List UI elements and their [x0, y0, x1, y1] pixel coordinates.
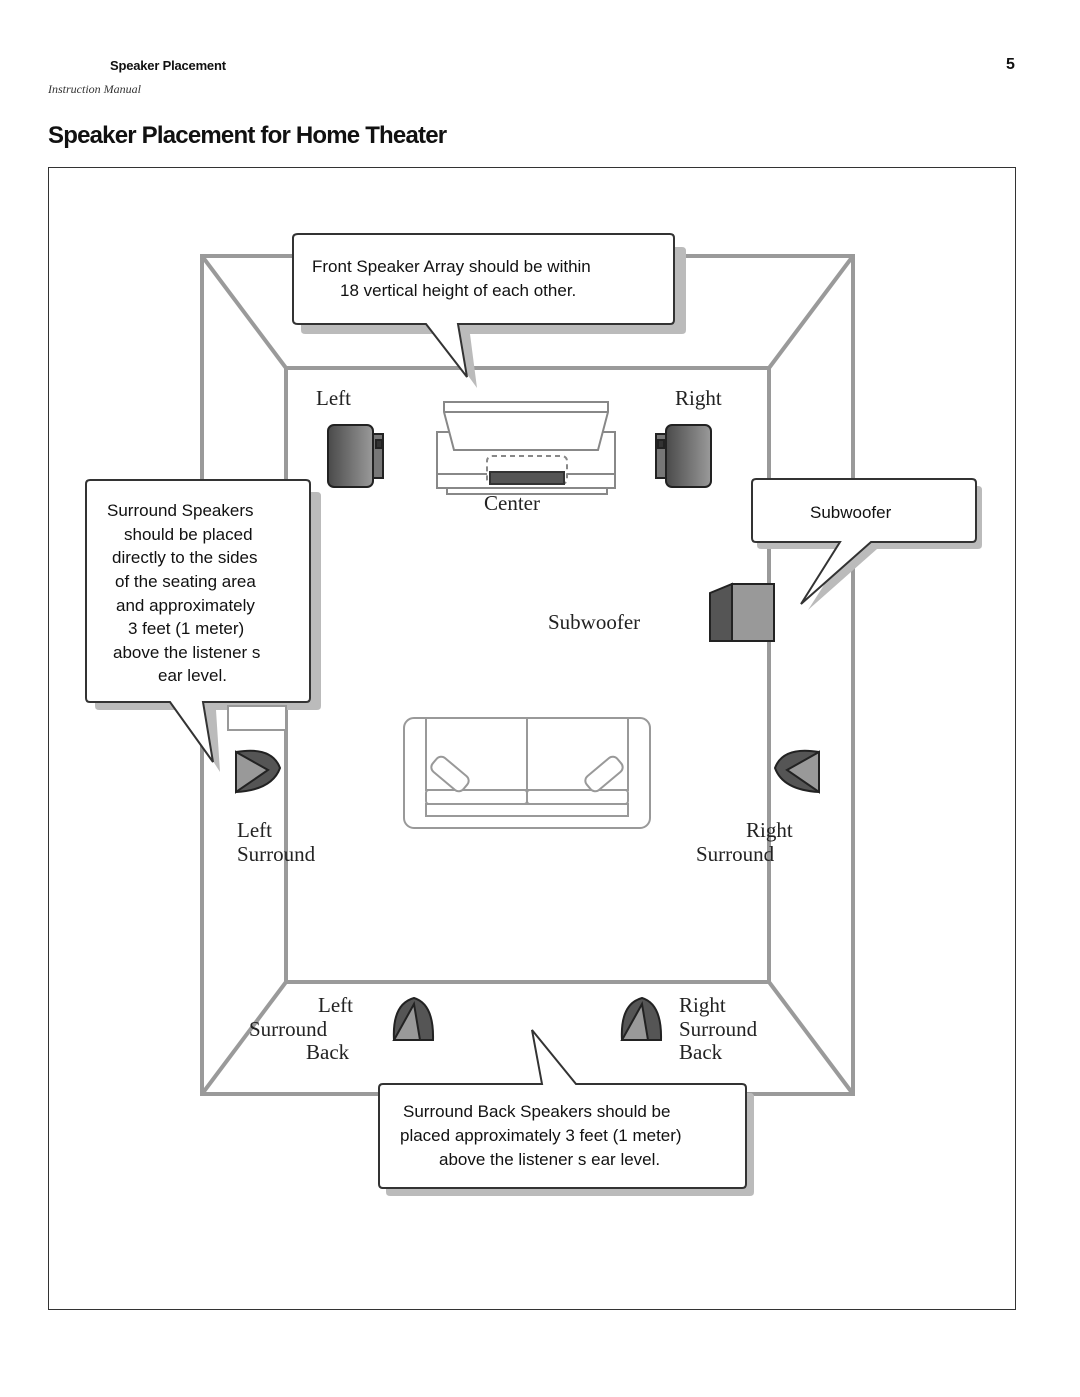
- callout-surround-back-line-3: above the listener s ear level.: [439, 1150, 660, 1169]
- callout-surround-line-4: of the seating area: [115, 572, 256, 591]
- callout-surround-line-5: and approximately: [116, 596, 255, 615]
- callout-subwoofer-line-1: Subwoofer: [810, 503, 892, 522]
- callout-surround-back-line-2: placed approximately 3 feet (1 meter): [400, 1126, 682, 1145]
- page-title: Speaker Placement for Home Theater: [48, 122, 447, 149]
- right-surround-back-speaker-icon: [620, 996, 663, 1041]
- diagram-frame: [48, 167, 1016, 1310]
- label-left-surround-back-1: Left: [318, 993, 353, 1017]
- label-center: Center: [484, 491, 540, 515]
- callout-front-line-1: Front Speaker Array should be within: [312, 257, 591, 276]
- page-number: 5: [1006, 56, 1015, 73]
- callout-surround-line-6: 3 feet (1 meter): [128, 619, 244, 638]
- label-left-surround-back-3: Back: [306, 1040, 350, 1064]
- left-speaker-icon: [327, 424, 384, 488]
- callout-surround-line-3: directly to the sides: [112, 548, 258, 567]
- label-subwoofer: Subwoofer: [548, 610, 640, 634]
- callout-front-line-2: 18 vertical height of each other.: [340, 281, 576, 300]
- callout-front: Front Speaker Array should be within 18 …: [292, 233, 686, 388]
- label-right: Right: [675, 386, 722, 410]
- callout-subwoofer: Subwoofer: [751, 478, 982, 610]
- callout-surround: Surround Speakers should be placed direc…: [85, 479, 321, 772]
- label-right-surround-1: Right: [746, 818, 793, 842]
- right-speaker-icon: [655, 424, 712, 488]
- right-surround-speaker-icon: [773, 749, 820, 794]
- callout-surround-line-2: should be placed: [124, 525, 253, 544]
- label-right-surround-back-2: Surround: [679, 1017, 758, 1041]
- label-left: Left: [316, 386, 351, 410]
- callout-surround-line-1: Surround Speakers: [107, 501, 253, 520]
- left-surround-back-speaker-icon: [392, 996, 435, 1041]
- section-header: Speaker Placement: [110, 58, 226, 73]
- callout-surround-back-line-1: Surround Back Speakers should be: [403, 1102, 670, 1121]
- callout-surround-line-8: ear level.: [158, 666, 227, 685]
- manual-subtitle: Instruction Manual: [48, 82, 141, 96]
- callout-surround-back: Surround Back Speakers should be placed …: [378, 1029, 754, 1196]
- tv-and-center-speaker: [436, 401, 616, 495]
- callout-surround-line-7: above the listener s: [113, 643, 260, 662]
- label-left-surround-1: Left: [237, 818, 272, 842]
- label-right-surround-back-1: Right: [679, 993, 726, 1017]
- label-right-surround-back-3: Back: [679, 1040, 723, 1064]
- label-right-surround-2: Surround: [696, 842, 775, 866]
- sofa-icon: [403, 717, 651, 829]
- label-left-surround-back-2: Surround: [249, 1017, 328, 1041]
- subwoofer-icon: [709, 582, 775, 642]
- left-surround-speaker-icon: [235, 749, 282, 794]
- label-left-surround-2: Surround: [237, 842, 316, 866]
